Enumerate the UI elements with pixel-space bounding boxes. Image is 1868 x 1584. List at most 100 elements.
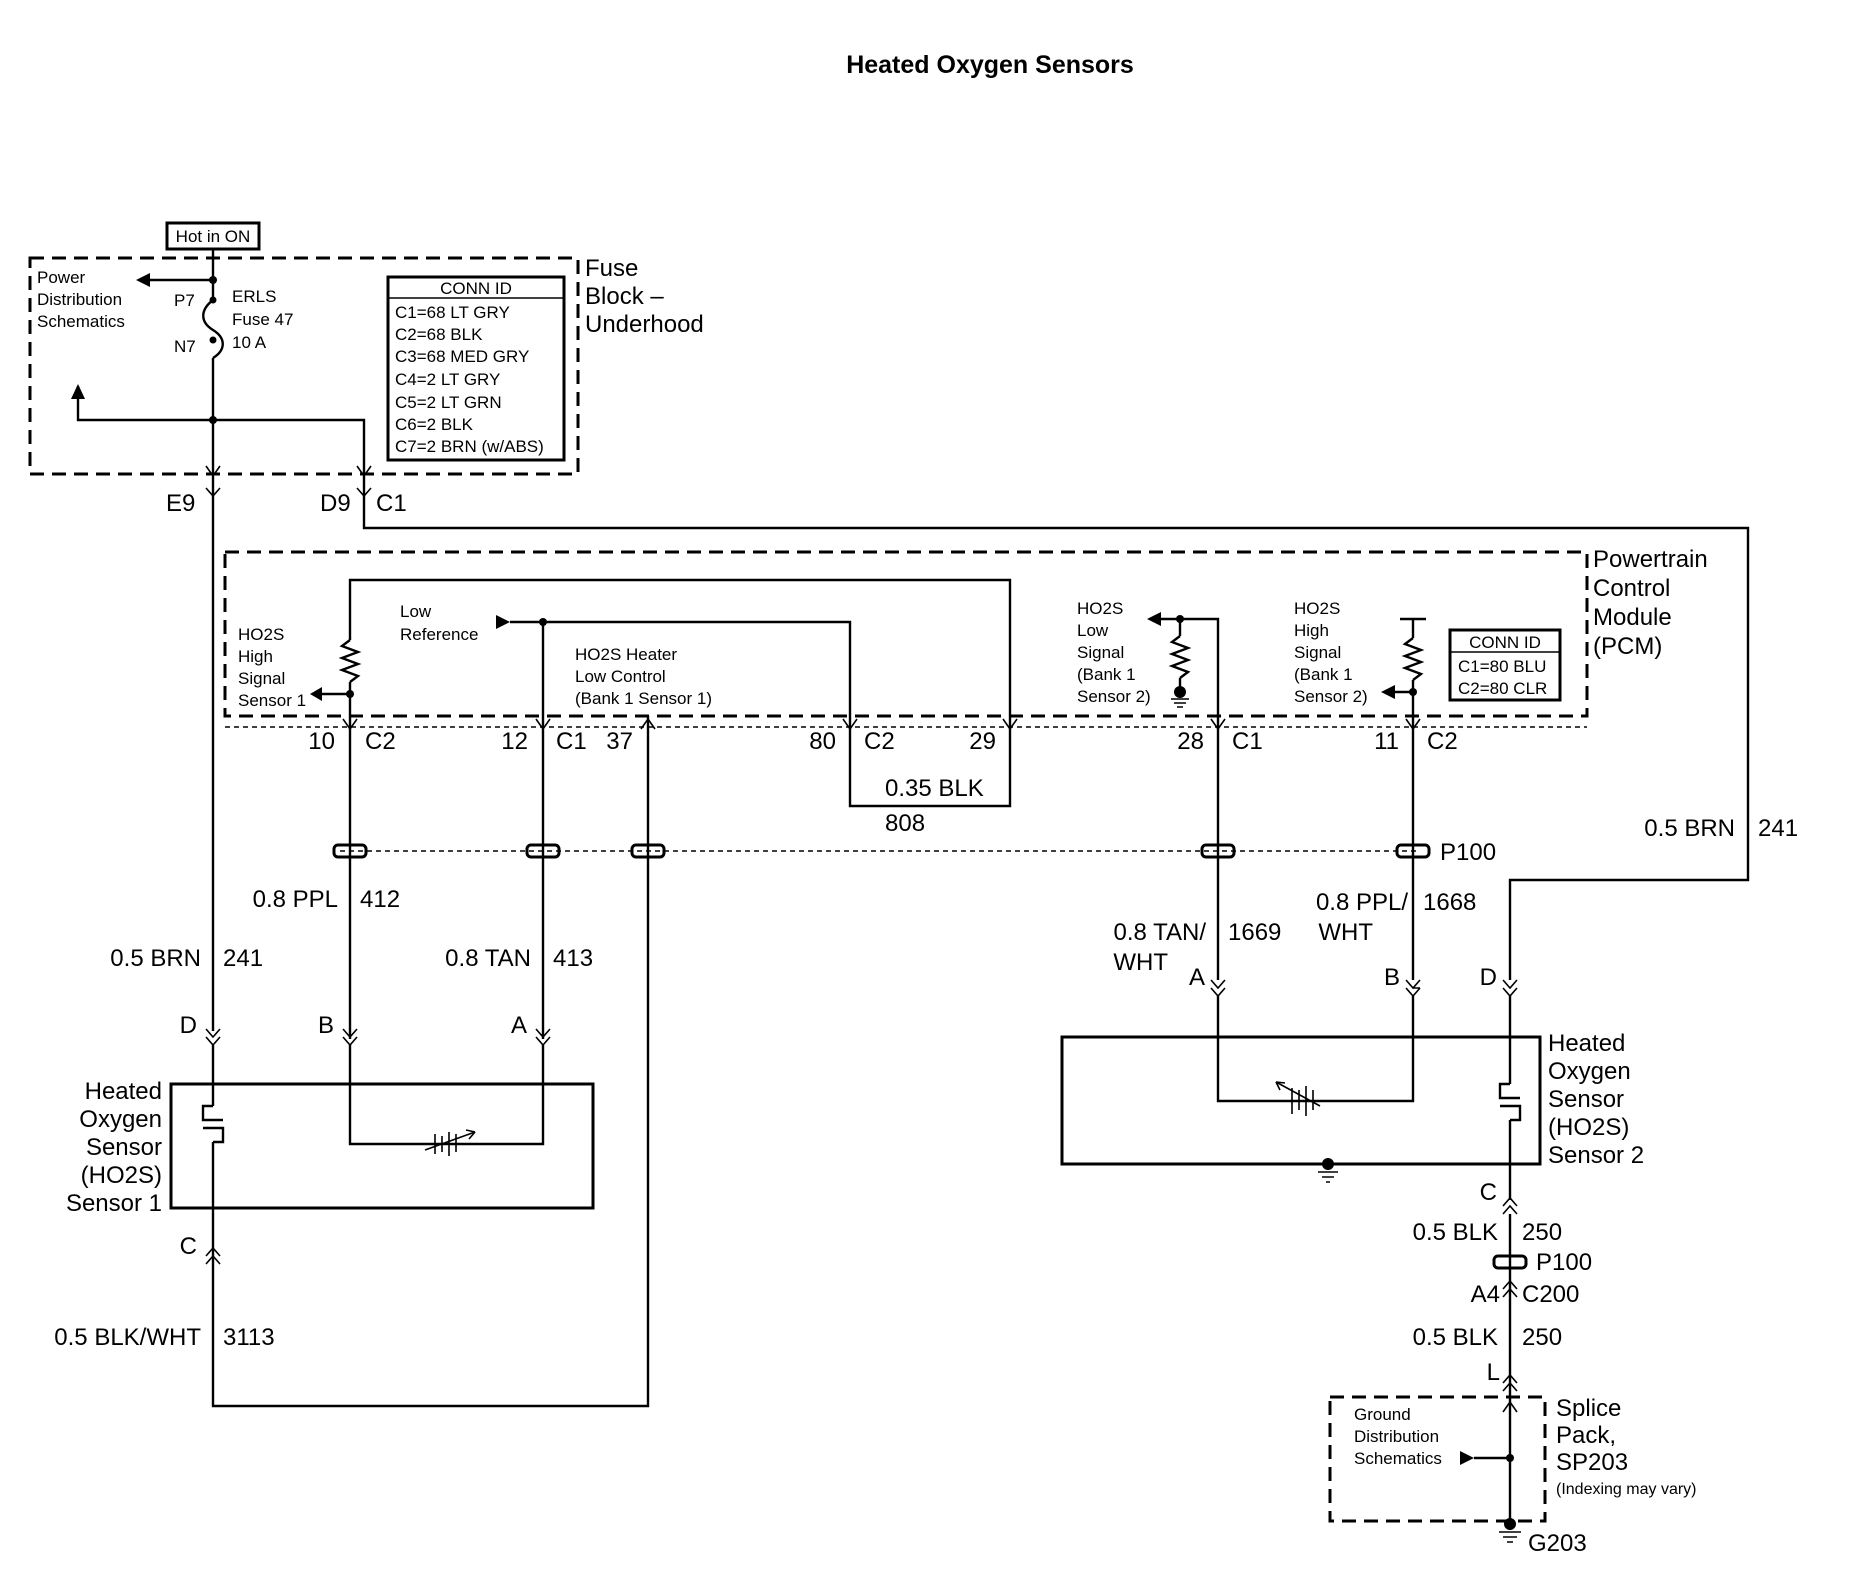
sensor2-element-icon — [1275, 1081, 1321, 1116]
sensor2-name-3: Sensor — [1548, 1086, 1624, 1113]
sensor2-case-ground-icon — [1318, 1171, 1338, 1183]
fuse-block-name-1: Fuse — [585, 255, 638, 282]
pcm-conn-row: C1=80 BLU — [1458, 657, 1546, 676]
ls2-ground-icon — [1171, 698, 1189, 708]
pin-28: 28 — [1177, 728, 1204, 755]
pin-80: 80 — [809, 728, 836, 755]
pcm-hs2-label-5: Sensor 2) — [1294, 687, 1368, 706]
sensor1-pin-d: D — [180, 1012, 197, 1039]
fuse-conn-row: C3=68 MED GRY — [395, 347, 529, 366]
fuse-out-c1: C1 — [376, 490, 407, 517]
blk-upper-circuit: 250 — [1522, 1219, 1562, 1246]
pcm-hs1-label-4: Sensor 1 — [238, 691, 306, 710]
splice-name-2: Pack, — [1556, 1422, 1616, 1449]
fuse-branch-wire — [76, 386, 366, 475]
brn-left-gauge: 0.5 BRN — [110, 945, 201, 972]
jumper-circuit: 808 — [885, 810, 925, 837]
pplwht-circuit: 1668 — [1423, 889, 1476, 916]
sensor1-name-1: Heated — [85, 1078, 162, 1105]
inline-connector-label: P100 — [1440, 839, 1496, 866]
fuse-conn-id-table — [386, 275, 566, 462]
ground-pin-a4: A4 — [1471, 1281, 1500, 1308]
blk-lower-gauge: 0.5 BLK — [1413, 1324, 1498, 1351]
pcm-name-3: Module — [1593, 604, 1672, 631]
pcm-conn-row: C2=80 CLR — [1458, 679, 1547, 698]
sensor2-name-4: (HO2S) — [1548, 1114, 1629, 1141]
pcm-hs1-label-3: Signal — [238, 669, 285, 688]
pin-l-chevron-icon — [1502, 1373, 1518, 1392]
power-dist-label-3: Schematics — [37, 312, 125, 331]
fuse-pin-n7: N7 — [174, 337, 196, 356]
splice-note: (Indexing may vary) — [1556, 1481, 1697, 1498]
fuse-name-3: 10 A — [232, 333, 267, 352]
hot-in-on-label: Hot in ON — [176, 227, 251, 246]
pcm-ls2-label-2: Low — [1077, 621, 1109, 640]
ppl-gauge: 0.8 PPL — [253, 886, 338, 913]
pin-11-conn: C2 — [1427, 728, 1458, 755]
pcm-internal-loop-wire — [348, 578, 1012, 716]
ls2-resistor-icon — [1168, 635, 1192, 679]
pcm-heater-ctrl-label-1: HO2S Heater — [575, 645, 677, 664]
pin-12-conn: C1 — [556, 728, 587, 755]
pcm-name-2: Control — [1593, 575, 1670, 602]
ground-c200: C200 — [1522, 1281, 1579, 1308]
ground-pin-l: L — [1487, 1359, 1500, 1386]
pin-80-conn: C2 — [864, 728, 895, 755]
splice-pack-outline — [1328, 1395, 1547, 1523]
fuse-conn-id-title: CONN ID — [440, 279, 512, 298]
sensor1-element-icon — [424, 1129, 476, 1156]
jumper-808-wire — [848, 716, 1012, 808]
hs1-resistor-icon — [338, 639, 362, 683]
pcm-ls2-label-1: HO2S — [1077, 599, 1123, 618]
brn-right-gauge: 0.5 BRN — [1644, 815, 1735, 842]
sensor1-name-4: (HO2S) — [81, 1162, 162, 1189]
brn-left-circuit: 241 — [223, 945, 263, 972]
fuse-out-e9: E9 — [166, 490, 195, 517]
fuse-out-d9: D9 — [320, 490, 351, 517]
pplwht-gauge-2: WHT — [1318, 919, 1373, 946]
pcm-ls2-label-5: Sensor 2) — [1077, 687, 1151, 706]
tanwht-gauge-1: 0.8 TAN/ — [1114, 919, 1207, 946]
pplwht-gauge-1: 0.8 PPL/ — [1316, 889, 1408, 916]
blk-lower-circuit: 250 — [1522, 1324, 1562, 1351]
fuse-conn-row: C4=2 LT GRY — [395, 370, 500, 389]
tanwht-circuit: 1669 — [1228, 919, 1281, 946]
sensor2-pin-chevrons — [1210, 979, 1518, 1215]
hs2-resistor-icon — [1401, 637, 1425, 681]
fuse-conn-row: C2=68 BLK — [395, 325, 483, 344]
blkwht-3113-wire — [211, 716, 650, 1408]
ground-dist-label-2: Distribution — [1354, 1427, 1439, 1446]
blkwht-circuit: 3113 — [223, 1324, 275, 1351]
pcm-hs2-label-2: High — [1294, 621, 1329, 640]
ground-dist-label-3: Schematics — [1354, 1449, 1442, 1468]
pcm-hs1-label-1: HO2S — [238, 625, 284, 644]
pin-29: 29 — [969, 728, 996, 755]
fuse-block-outline — [28, 256, 580, 476]
blkwht-gauge: 0.5 BLK/WHT — [54, 1324, 201, 1351]
pin-12: 12 — [501, 728, 528, 755]
ppl-circuit: 412 — [360, 886, 400, 913]
blk-upper-gauge: 0.5 BLK — [1413, 1219, 1498, 1246]
sensor2-pin-d: D — [1480, 964, 1497, 991]
pcm-name-1: Powertrain — [1593, 546, 1708, 573]
tan-gauge: 0.8 TAN — [445, 945, 531, 972]
fuse-pin-p7: P7 — [174, 291, 195, 310]
sensor2-name-1: Heated — [1548, 1030, 1625, 1057]
sensor1-name-3: Sensor — [86, 1134, 162, 1161]
fuse-conn-id-rows: C1=68 LT GRY C2=68 BLK C3=68 MED GRY C4=… — [395, 303, 544, 456]
ground-p100-label: P100 — [1536, 1249, 1592, 1276]
ground-dist-arrow-icon — [1460, 1451, 1474, 1465]
g203-ground-icon — [1499, 1531, 1521, 1543]
pcm-heater-ctrl-label-3: (Bank 1 Sensor 1) — [575, 689, 712, 708]
sensor1-pin-c: C — [180, 1233, 197, 1260]
pcm-outline — [223, 550, 1589, 718]
pcm-low-ref-label-1: Low — [400, 602, 432, 621]
low-ref-arrow-icon — [496, 615, 510, 629]
pin-11: 11 — [1374, 728, 1399, 755]
p100-ground-terminal — [1492, 1254, 1528, 1270]
pcm-conn-id-title: CONN ID — [1469, 633, 1541, 652]
branch-up-arrow-icon — [71, 384, 85, 399]
tan-circuit: 413 — [553, 945, 593, 972]
